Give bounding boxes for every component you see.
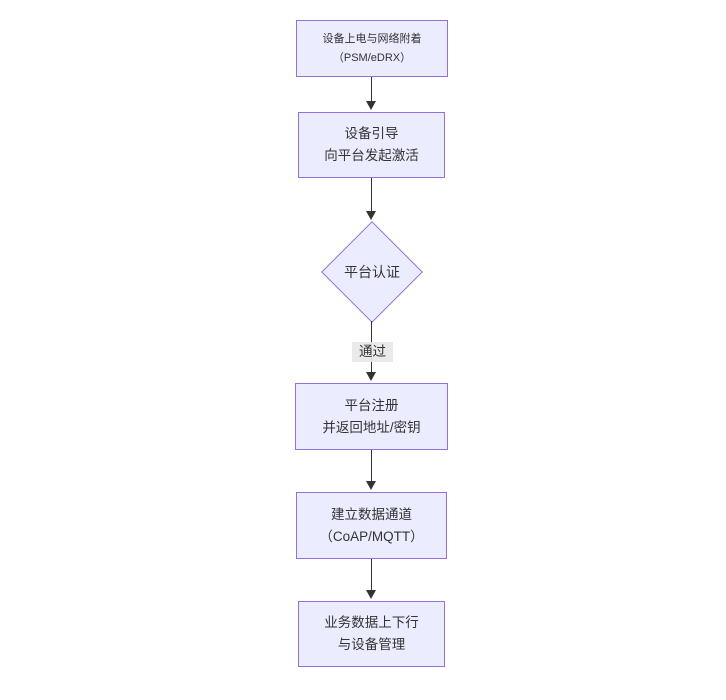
node-label-line: 设备上电与网络附着 <box>322 32 422 45</box>
edge-label-pass: 通过 <box>352 342 393 362</box>
edge-line <box>370 450 372 482</box>
flow-node-business-data: 业务数据上下行 与设备管理 <box>298 601 445 667</box>
arrowhead-down-icon <box>366 590 376 599</box>
flow-node-bootstrap-activate: 设备引导 向平台发起激活 <box>298 112 445 178</box>
node-label-line: 并返回地址/密钥 <box>322 419 421 435</box>
node-label-line: 向平台发起激活 <box>324 148 419 163</box>
arrowhead-down-icon <box>366 211 376 220</box>
decision-label: 平台认证 <box>344 264 400 280</box>
edge-line <box>370 559 372 591</box>
node-label-line: （PSM/eDRX） <box>332 51 412 64</box>
flow-node-power-attach: 设备上电与网络附着 （PSM/eDRX） <box>296 20 448 77</box>
flow-node-platform-register: 平台注册 并返回地址/密钥 <box>295 383 448 450</box>
edge-line <box>370 178 372 212</box>
node-label-line: 建立数据通道 <box>331 506 412 522</box>
node-label-line: 业务数据上下行 <box>324 615 419 630</box>
flow-node-data-channel: 建立数据通道 （CoAP/MQTT） <box>296 492 447 559</box>
node-label-line: 设备引导 <box>344 126 399 141</box>
node-label-line: 平台注册 <box>344 397 399 413</box>
edge-line <box>370 77 372 102</box>
arrowhead-down-icon <box>366 372 376 381</box>
arrowhead-down-icon <box>366 101 376 110</box>
node-label-line: 与设备管理 <box>337 637 406 652</box>
arrowhead-down-icon <box>366 481 376 490</box>
node-label-line: （CoAP/MQTT） <box>319 528 424 544</box>
